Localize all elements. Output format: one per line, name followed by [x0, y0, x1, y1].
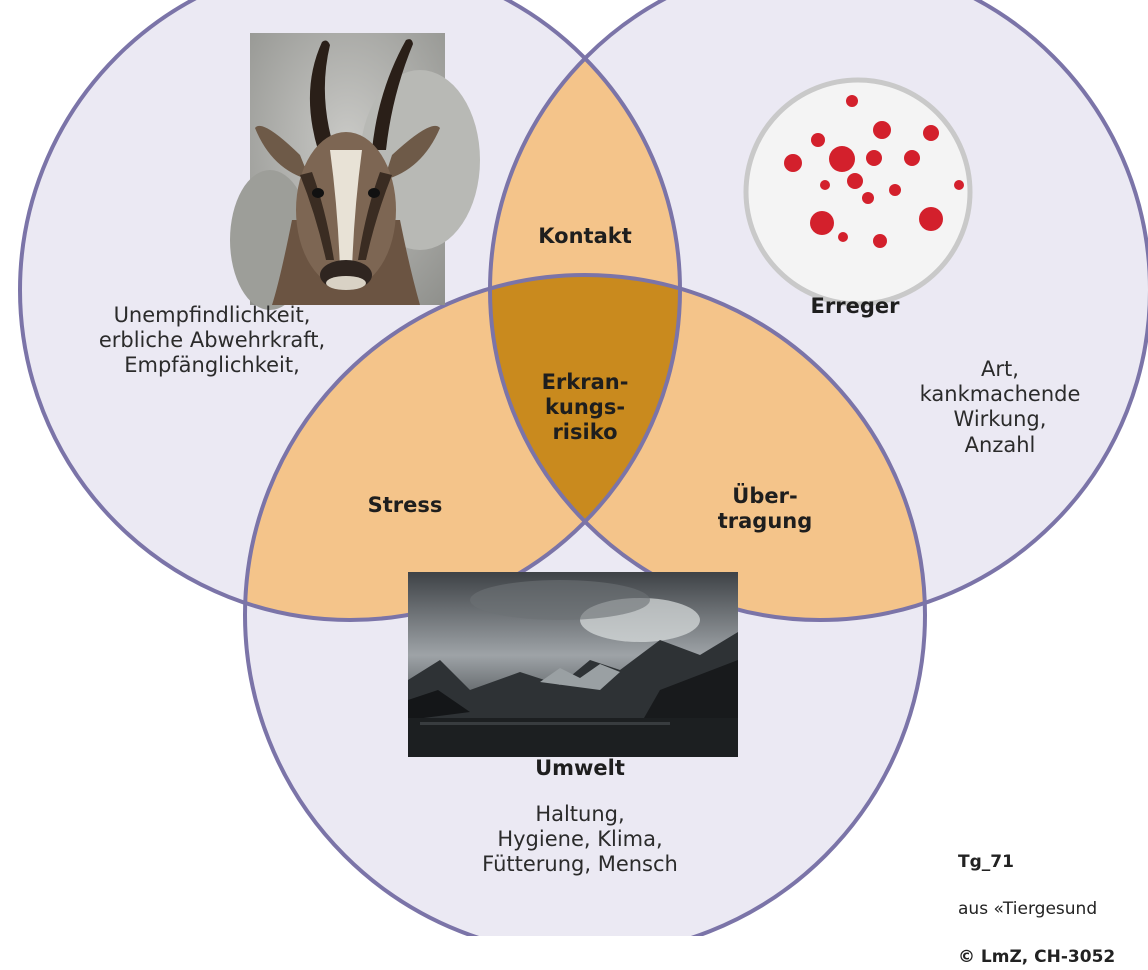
- credit-copyright: © LmZ, CH-3052: [958, 946, 1116, 967]
- petri-dish-icon: [743, 77, 973, 307]
- venn-diagram: [18, 0, 1148, 936]
- label-erreger: Erreger: [810, 294, 900, 318]
- label-host-description: Unempfindlichkeit, erbliche Abwehrkraft,…: [98, 303, 326, 378]
- label-uebertragung: Über- tragung: [717, 484, 813, 534]
- credit-source: aus «Tiergesund: [958, 899, 1098, 920]
- label-kontakt: Kontakt: [538, 224, 632, 248]
- label-stress: Stress: [367, 493, 443, 517]
- label-umwelt: Umwelt: [535, 756, 625, 780]
- chamois-photo: [230, 33, 480, 310]
- label-center: Erkran- kungs- risiko: [541, 370, 629, 445]
- credit-text: Tg_71 aus «Tiergesund © LmZ, CH-3052: [958, 827, 1115, 970]
- label-pathogen-description: Art, kankmachende Wirkung, Anzahl: [919, 357, 1081, 457]
- label-environment-description: Haltung, Hygiene, Klima, Fütterung, Mens…: [482, 802, 678, 877]
- credit-code: Tg_71: [958, 851, 1014, 872]
- mountain-lake-photo: [408, 572, 738, 757]
